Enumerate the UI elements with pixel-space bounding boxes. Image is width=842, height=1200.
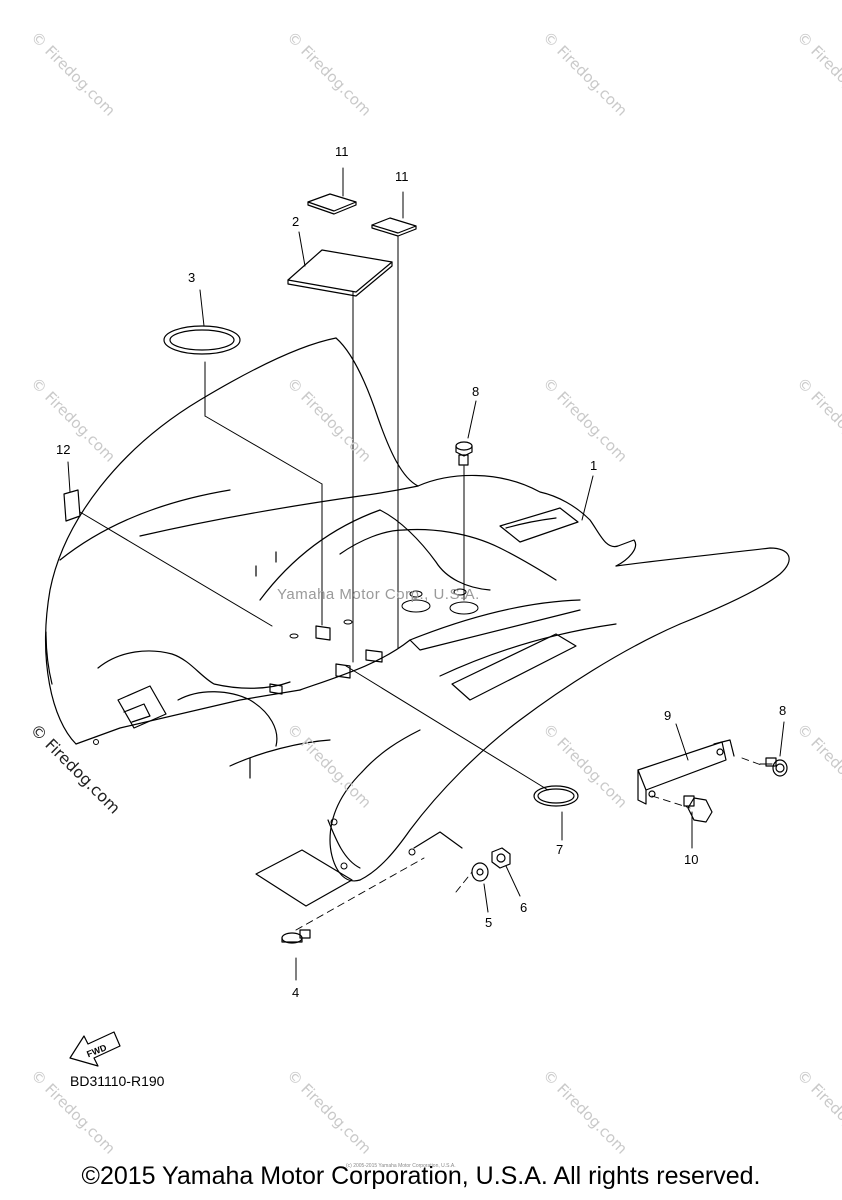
part-9-bracket bbox=[637, 739, 735, 805]
callout-4: 4 bbox=[292, 985, 300, 1000]
callout-8: 8 bbox=[779, 703, 787, 718]
screw-holes bbox=[93, 739, 416, 870]
part-11-pad-right bbox=[371, 217, 417, 237]
part-11-pad-left bbox=[307, 193, 357, 215]
copyright-footer: ©2015 Yamaha Motor Corporation, U.S.A. A… bbox=[81, 1162, 761, 1190]
fwd-arrow-icon bbox=[69, 1031, 121, 1067]
part-8-bolt-right bbox=[765, 757, 788, 777]
diagram-code: BD31110-R190 bbox=[70, 1073, 165, 1089]
callout-2: 2 bbox=[292, 214, 300, 229]
callout-7: 7 bbox=[556, 842, 564, 857]
callout-8: 8 bbox=[472, 384, 480, 399]
part-6-nut bbox=[491, 847, 511, 869]
center-watermark: Yamaha Motor Corp., U.S.A. bbox=[277, 586, 480, 603]
callout-5: 5 bbox=[485, 915, 493, 930]
callout-1: 1 bbox=[590, 458, 598, 473]
tiny-copyright: (c) 2005-2015 Yamaha Motor Corporation, … bbox=[346, 1163, 456, 1169]
callout-3: 3 bbox=[188, 270, 196, 285]
part-10-bolt bbox=[683, 795, 713, 823]
part-3-seal-ring bbox=[163, 325, 241, 355]
leader-lines bbox=[67, 167, 785, 981]
callout-12: 12 bbox=[56, 442, 71, 457]
part-2-pad bbox=[287, 249, 393, 297]
callout-11: 11 bbox=[395, 169, 409, 184]
callout-6: 6 bbox=[520, 900, 528, 915]
callout-10: 10 bbox=[684, 852, 699, 867]
part-7-seal-ring bbox=[533, 785, 579, 807]
hidden-lines bbox=[295, 757, 765, 931]
part-5-washer bbox=[471, 862, 489, 882]
part-1-body bbox=[45, 337, 790, 907]
mounting-posts bbox=[269, 625, 383, 695]
part-12-pad bbox=[63, 489, 81, 522]
floor-openings bbox=[289, 588, 479, 639]
callout-11: 11 bbox=[335, 144, 349, 159]
part-8-bolt-top bbox=[455, 441, 473, 466]
part-4-screw bbox=[281, 929, 311, 944]
callout-9: 9 bbox=[664, 708, 672, 723]
